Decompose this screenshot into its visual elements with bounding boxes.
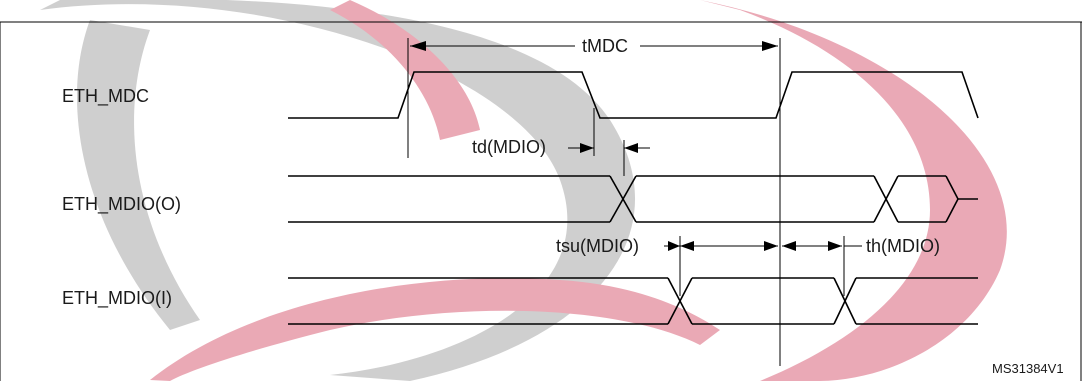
td-dimension bbox=[568, 143, 650, 153]
mdio-in-waveform bbox=[288, 277, 978, 325]
figure-frame bbox=[0, 21, 1082, 381]
mdc-waveform bbox=[288, 71, 979, 119]
label-th-mdio: th(MDIO) bbox=[866, 236, 940, 256]
label-tmdc: tMDC bbox=[582, 36, 628, 56]
th-dimension bbox=[782, 241, 862, 251]
label-td-mdio: td(MDIO) bbox=[472, 137, 546, 157]
label-eth-mdc: ETH_MDC bbox=[62, 86, 149, 107]
tsu-dimension bbox=[664, 241, 778, 251]
figure-id: MS31384V1 bbox=[992, 361, 1064, 376]
label-tsu-mdio: tsu(MDIO) bbox=[556, 236, 639, 256]
reference-lines bbox=[407, 38, 845, 366]
mdio-out-waveform bbox=[288, 175, 978, 223]
label-eth-mdio-out: ETH_MDIO(O) bbox=[62, 194, 181, 215]
watermark bbox=[40, 0, 1007, 381]
label-eth-mdio-in: ETH_MDIO(I) bbox=[62, 288, 172, 309]
tmdc-dimension bbox=[410, 41, 778, 51]
